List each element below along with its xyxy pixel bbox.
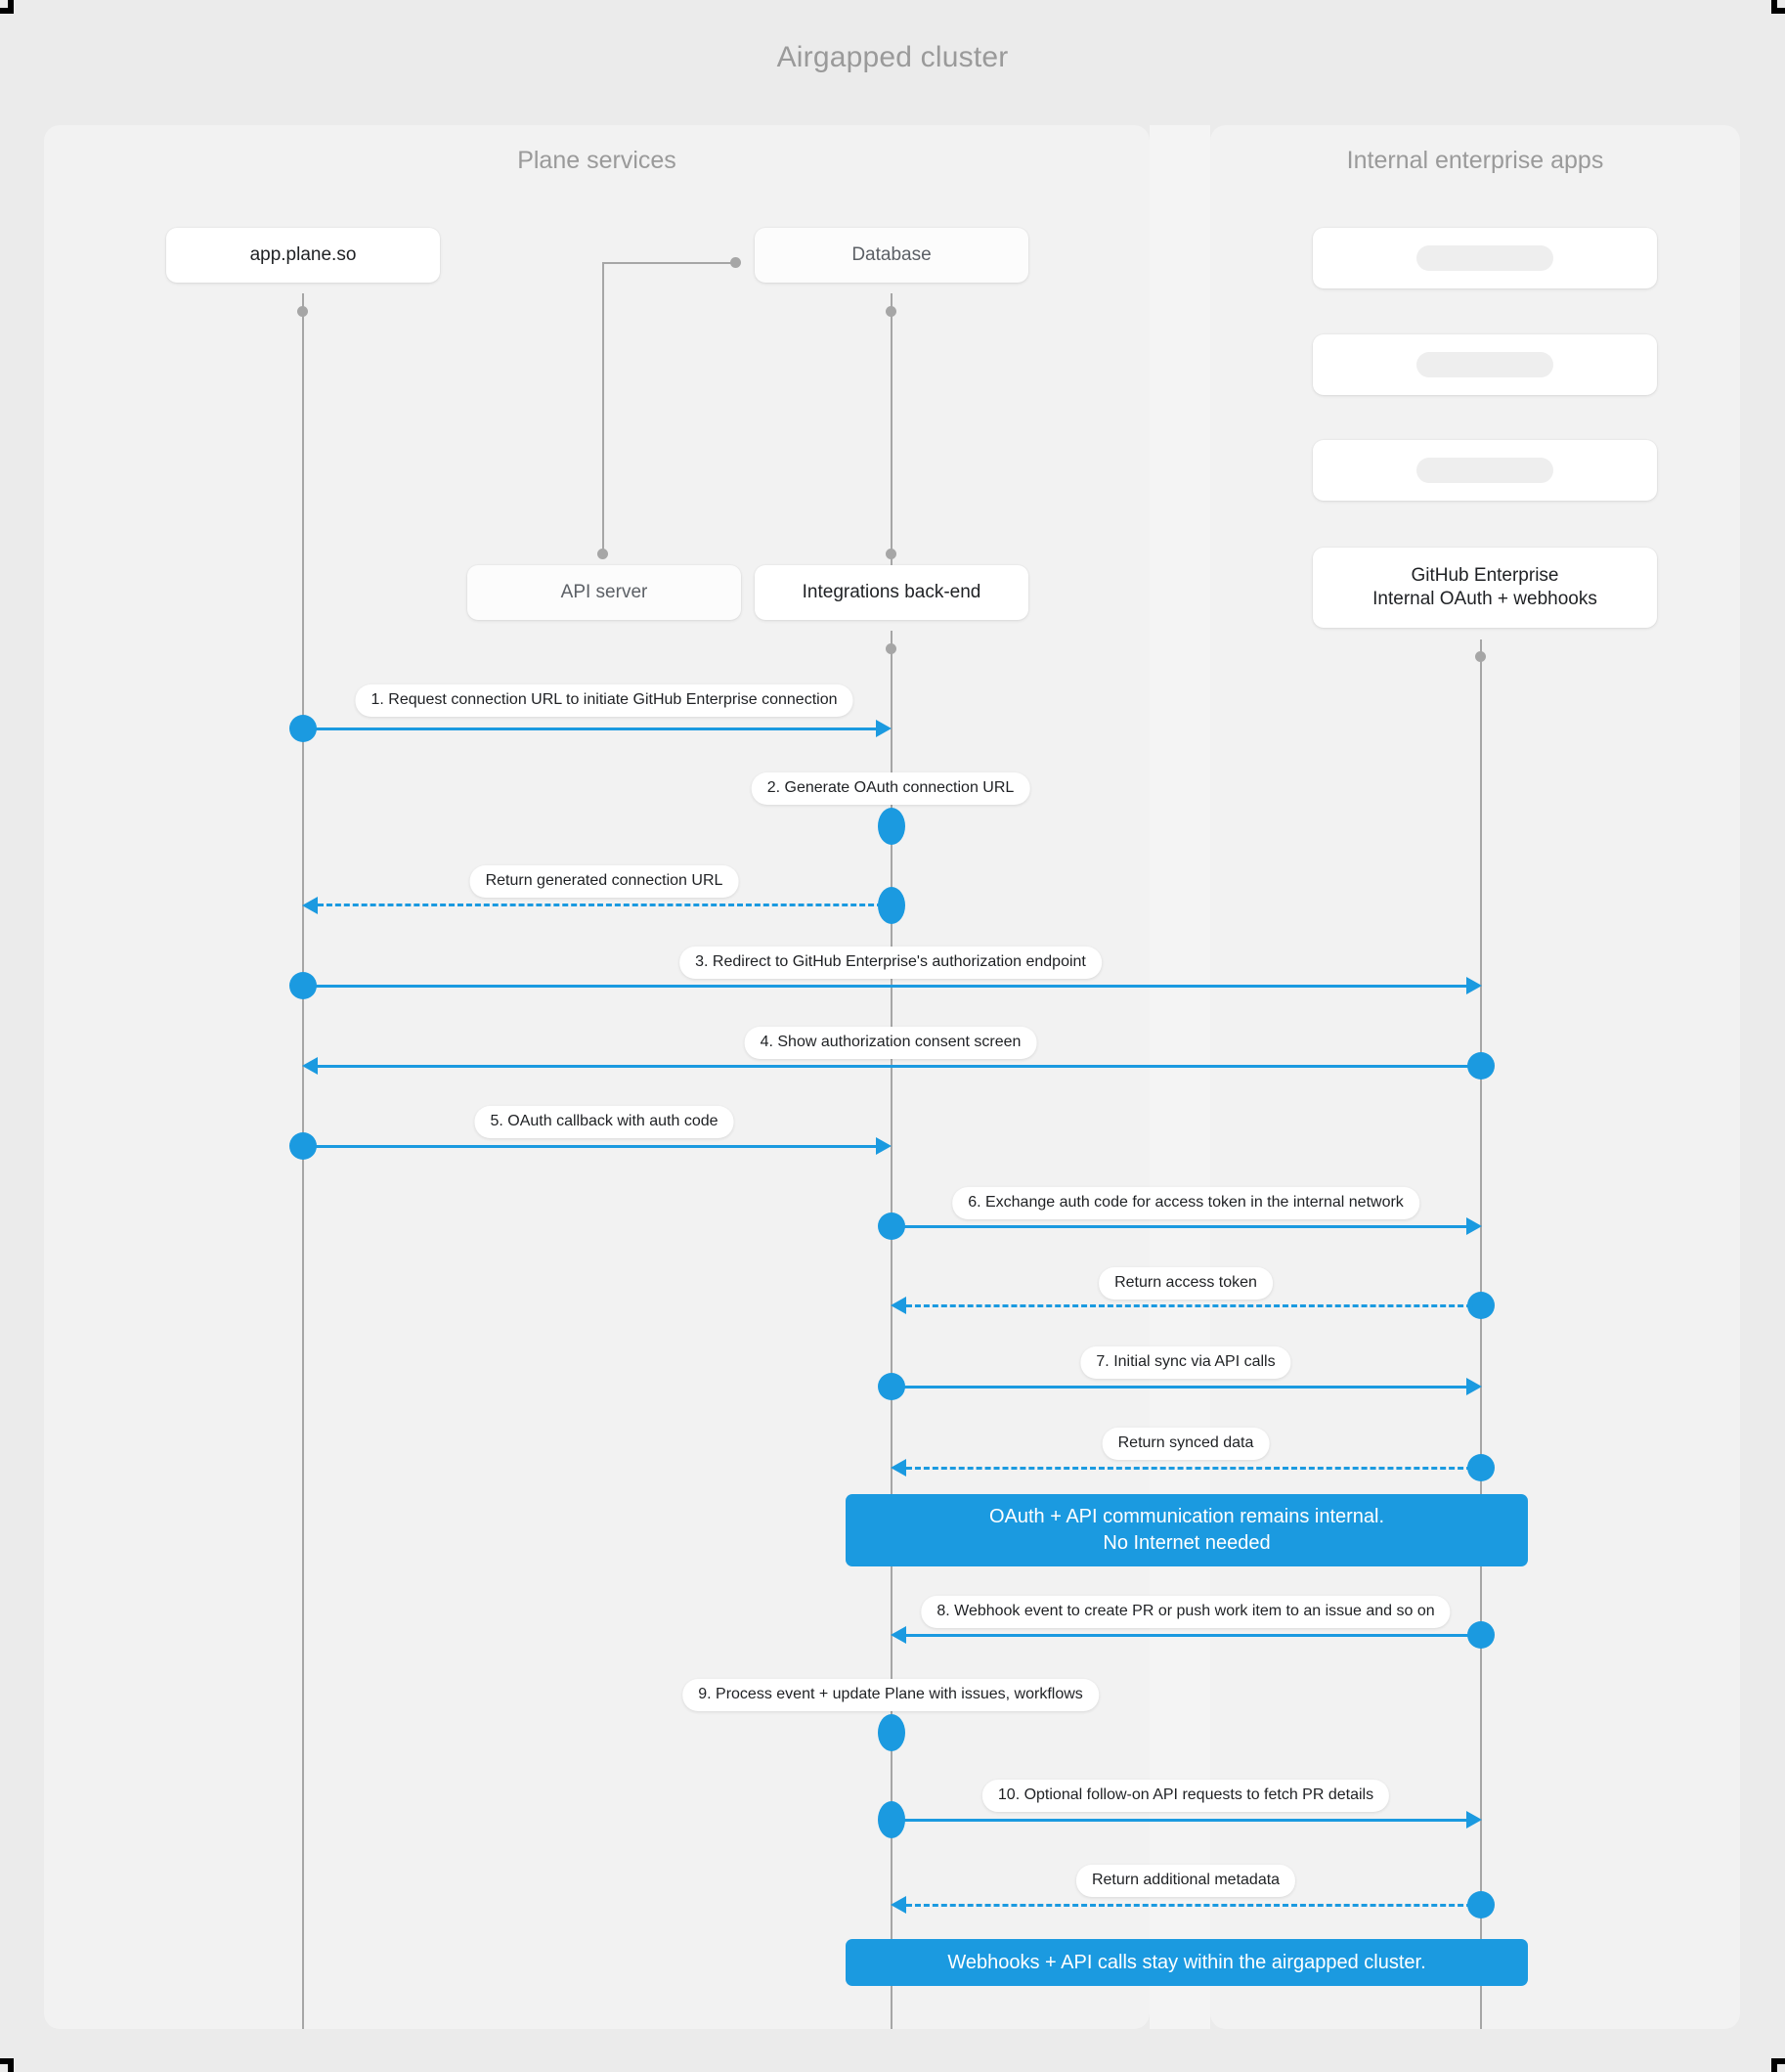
participant-api-server[interactable]: API server: [467, 565, 741, 620]
crop-notch-bl: [0, 2064, 8, 2072]
participant-label: app.plane.so: [249, 243, 357, 265]
lifeline-cap-github-enterprise: [1475, 651, 1486, 662]
participant-label: Database: [851, 243, 932, 265]
note-line-2: No Internet needed: [1103, 1532, 1271, 1554]
message-arrowhead-13: [1466, 1811, 1482, 1829]
message-label-7: 6. Exchange auth code for access token i…: [952, 1187, 1419, 1219]
placeholder-card-2: [1313, 334, 1657, 395]
placeholder-card-1: [1313, 228, 1657, 288]
message-arrowhead-9: [1466, 1378, 1482, 1395]
message-label-4: 3. Redirect to GitHub Enterprise's autho…: [679, 947, 1102, 979]
panel-plane-services: Plane services: [44, 125, 1150, 2029]
message-label-6: 5. OAuth callback with auth code: [474, 1106, 734, 1138]
message-label-2: 2. Generate OAuth connection URL: [751, 772, 1030, 805]
participant-label-line1: GitHub Enterprise: [1411, 564, 1559, 586]
participant-app-plane-so[interactable]: app.plane.so: [166, 228, 440, 283]
message-label-11: 8. Webhook event to create PR or push wo…: [921, 1596, 1451, 1628]
message-line-6: [303, 1145, 878, 1148]
participant-integrations-backend[interactable]: Integrations back-end: [755, 565, 1028, 620]
message-line-7: [892, 1225, 1468, 1228]
lifeline-integrations-backend: [891, 631, 892, 2029]
connector-dot-integrations-top: [886, 549, 896, 559]
note-line-1: Webhooks + API calls stay within the air…: [947, 1951, 1426, 1973]
message-arrowhead-6: [876, 1137, 892, 1155]
lifeline-database: [891, 293, 892, 565]
message-label-8: Return access token: [1099, 1267, 1273, 1300]
message-line-5: [318, 1065, 1481, 1068]
panel-gutter: [1150, 125, 1210, 2029]
connector-vertical-api-to-database: [602, 262, 604, 553]
message-arrowhead-7: [1466, 1217, 1482, 1235]
message-arrowhead-4: [1466, 977, 1482, 994]
connector-dot-api-server: [597, 549, 608, 559]
message-self-dot-2: [878, 808, 905, 845]
message-arrowhead-1: [876, 720, 892, 737]
message-line-3: [318, 904, 883, 906]
lifeline-cap-integrations-backend: [886, 643, 896, 654]
lifeline-cap-database: [886, 306, 896, 317]
message-label-13: 10. Optional follow-on API requests to f…: [981, 1780, 1390, 1812]
message-label-3: Return generated connection URL: [469, 865, 739, 898]
panel-title-plane-services: Plane services: [517, 147, 676, 174]
lifeline-app-plane-so: [302, 293, 304, 2029]
lifeline-cap-app-plane-so: [297, 306, 308, 317]
message-arrowhead-8: [891, 1297, 906, 1314]
panel-title-internal-enterprise-apps: Internal enterprise apps: [1346, 147, 1604, 174]
note-airgapped-cluster: Webhooks + API calls stay within the air…: [846, 1939, 1528, 1986]
message-label-12: 9. Process event + update Plane with iss…: [682, 1679, 1099, 1711]
connector-horizontal-api-to-database: [602, 262, 735, 264]
message-label-10: Return synced data: [1102, 1428, 1270, 1460]
message-line-1: [303, 727, 878, 730]
message-label-14: Return additional metadata: [1075, 1865, 1296, 1897]
participant-label: API server: [560, 581, 648, 602]
participant-github-enterprise[interactable]: GitHub Enterprise Internal OAuth + webho…: [1313, 548, 1657, 628]
message-line-8: [906, 1304, 1481, 1307]
lifeline-github-enterprise: [1480, 639, 1482, 2029]
message-line-11: [906, 1634, 1481, 1637]
note-oauth-internal: OAuth + API communication remains intern…: [846, 1494, 1528, 1566]
message-line-4: [303, 985, 1468, 988]
message-arrowhead-10: [891, 1459, 906, 1477]
message-line-14: [906, 1904, 1481, 1907]
message-arrowhead-3: [302, 897, 318, 914]
crop-notch-br: [1777, 2064, 1785, 2072]
message-line-10: [906, 1467, 1481, 1470]
message-self-dot-12: [878, 1714, 905, 1751]
placeholder-card-3: [1313, 440, 1657, 501]
participant-label-line2: Internal OAuth + webhooks: [1372, 589, 1597, 609]
participant-label: Integrations back-end: [802, 581, 981, 602]
page-title: Airgapped cluster: [776, 41, 1009, 73]
crop-notch-tr: [1777, 0, 1785, 8]
message-arrowhead-5: [302, 1057, 318, 1075]
message-arrowhead-11: [891, 1626, 906, 1644]
message-label-5: 4. Show authorization consent screen: [744, 1027, 1037, 1059]
message-line-13: [892, 1819, 1468, 1822]
placeholder-bar: [1416, 352, 1553, 377]
message-label-1: 1. Request connection URL to initiate Gi…: [355, 684, 853, 717]
message-arrowhead-14: [891, 1896, 906, 1914]
connector-dot-database: [730, 257, 741, 268]
message-label-9: 7. Initial sync via API calls: [1080, 1346, 1291, 1379]
note-line-1: OAuth + API communication remains intern…: [988, 1506, 1385, 1527]
crop-notch-tl: [0, 0, 8, 8]
placeholder-bar: [1416, 245, 1553, 271]
placeholder-bar: [1416, 458, 1553, 483]
participant-database[interactable]: Database: [755, 228, 1028, 283]
message-line-9: [892, 1386, 1468, 1389]
